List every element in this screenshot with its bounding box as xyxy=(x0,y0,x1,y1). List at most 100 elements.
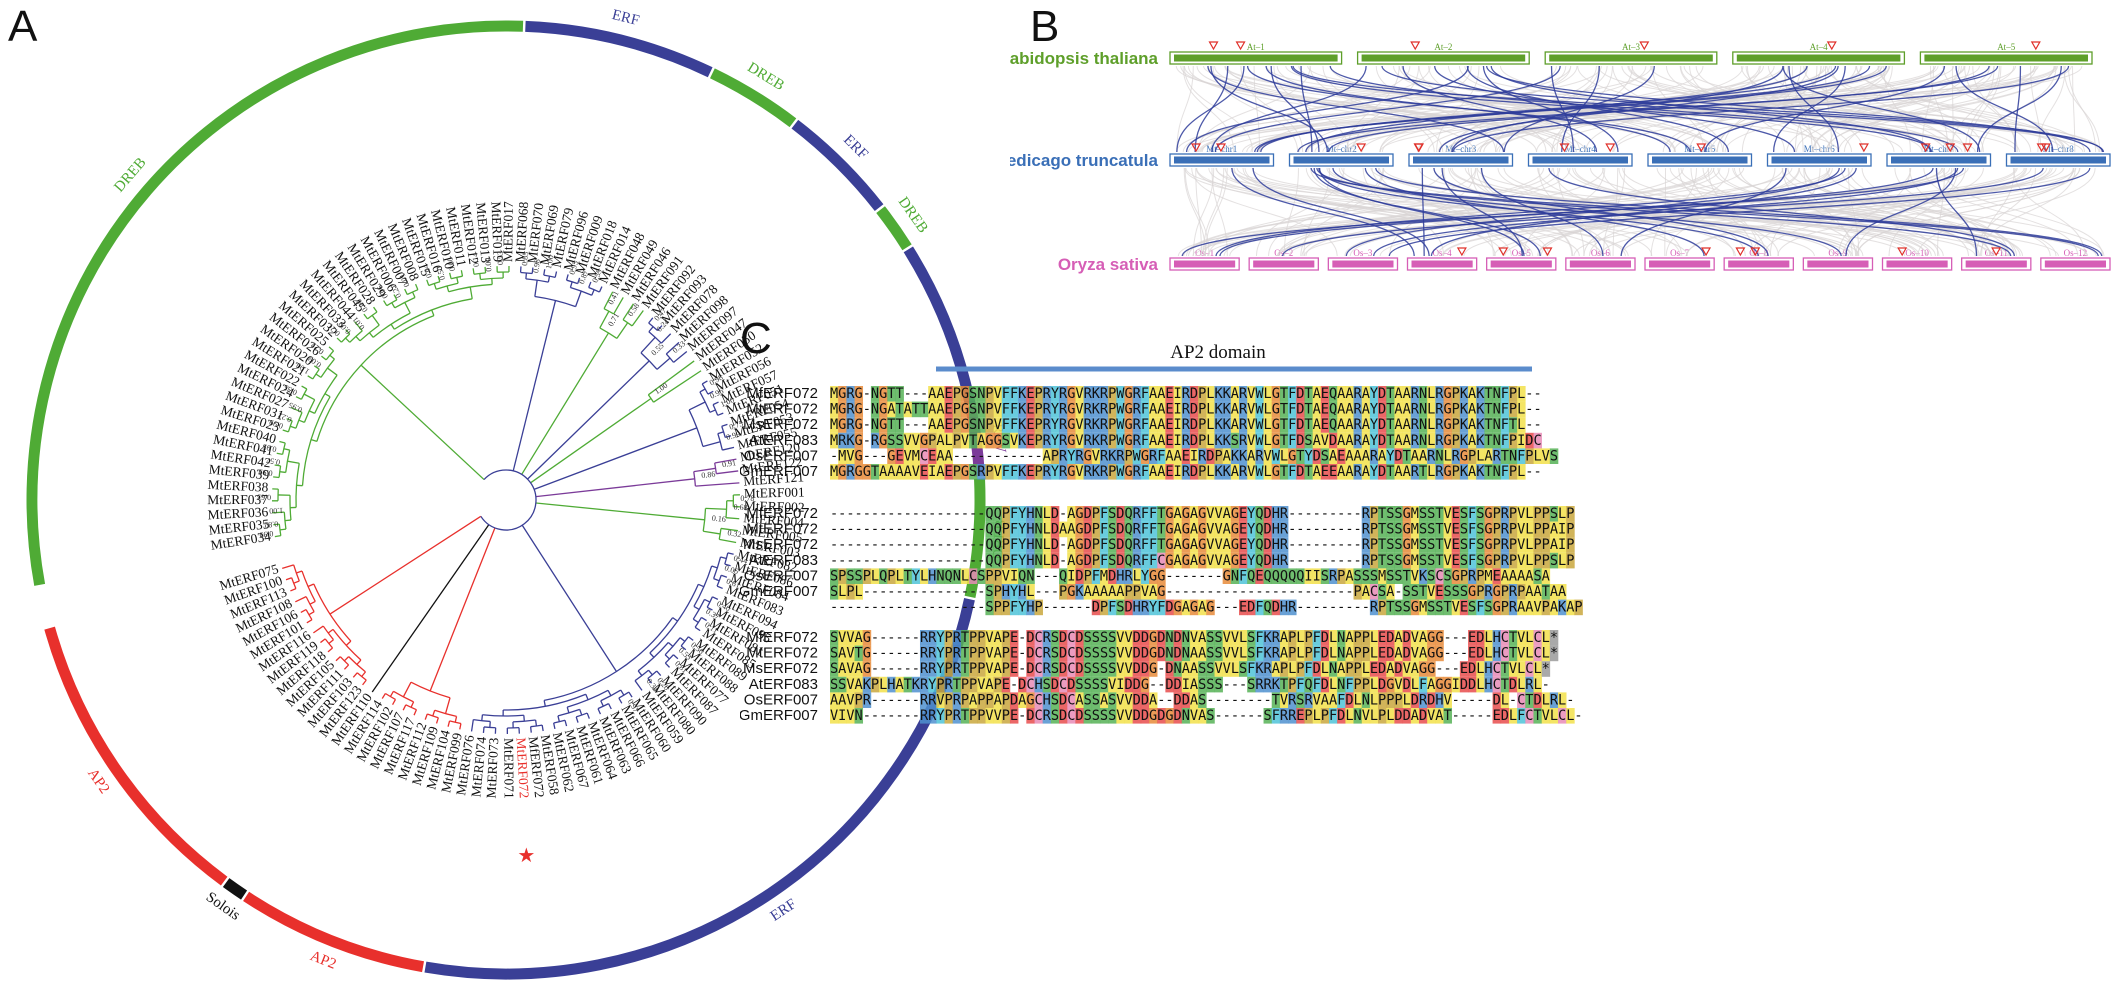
residue-cell xyxy=(1099,521,1109,538)
background-link xyxy=(1848,167,2018,257)
chromosome-frame xyxy=(1527,153,1633,167)
residue-cell xyxy=(1001,506,1011,522)
residue-cell xyxy=(977,401,986,418)
tree-branch xyxy=(285,577,292,581)
residue-cell xyxy=(1517,584,1526,600)
residue-cell xyxy=(1018,464,1027,480)
residue-cell xyxy=(960,401,970,418)
circular-phylogenetic-tree: 0.990.820.631.000.990.950.570.990.220.35… xyxy=(26,7,1009,980)
residue-cell xyxy=(895,401,904,418)
residue-cell xyxy=(1304,401,1313,418)
residue-cell xyxy=(1263,448,1273,464)
gene-marker-icon xyxy=(1190,143,1202,153)
residue-cell xyxy=(1165,599,1174,616)
residue-cell xyxy=(1279,521,1289,538)
gene-marker-icon xyxy=(1920,143,1931,153)
residue-cell xyxy=(1271,599,1281,616)
residue-cell xyxy=(1500,521,1510,538)
residue-cell xyxy=(895,448,904,464)
residue-cell xyxy=(862,692,872,708)
residue-cell xyxy=(1345,630,1354,646)
residue-cell xyxy=(1001,432,1011,449)
residue-cell xyxy=(1345,645,1354,662)
residue-cell xyxy=(1304,692,1313,708)
residue-cell xyxy=(870,417,880,433)
residue-cell xyxy=(1239,568,1248,584)
residue-cell xyxy=(830,661,839,677)
background-link xyxy=(1428,65,1581,153)
residue-cell xyxy=(1558,521,1567,538)
residue-cell xyxy=(936,568,945,584)
residue-cell xyxy=(1132,401,1142,418)
tree-branch xyxy=(599,310,610,329)
tree-branch xyxy=(702,441,721,448)
residue-cell xyxy=(1533,630,1542,646)
leaf-label: MtERF002 xyxy=(744,498,805,515)
residue-cell xyxy=(936,630,945,646)
residue-cell xyxy=(1296,386,1305,402)
residue-cell xyxy=(830,645,839,662)
residue-cell xyxy=(1001,537,1011,553)
residue-cell xyxy=(960,464,970,480)
residue-cell xyxy=(1255,552,1264,569)
residue-cell xyxy=(1099,432,1109,449)
residue-cell xyxy=(1198,506,1207,522)
tree-branch xyxy=(694,626,701,632)
chromosome-label: At–4 xyxy=(1810,42,1829,52)
residue-cell xyxy=(1533,506,1542,522)
residue-cell xyxy=(1165,401,1174,418)
residue-cell xyxy=(928,401,937,418)
residue-cell xyxy=(1149,464,1158,480)
residue-cell xyxy=(1165,645,1174,662)
residue-cell xyxy=(911,464,921,480)
residue-cell xyxy=(1304,464,1313,480)
residue-cell xyxy=(1206,552,1215,569)
residue-cell xyxy=(1157,568,1166,584)
residue-cell xyxy=(1296,432,1305,449)
residue-cell xyxy=(1181,661,1191,677)
residue-cell xyxy=(1116,506,1125,522)
tree-branch-arc xyxy=(349,330,363,343)
residue-cell xyxy=(1271,506,1281,522)
residue-cell xyxy=(1517,506,1526,522)
residue-cell xyxy=(879,417,888,433)
residue-cell xyxy=(1435,537,1444,553)
residue-cell xyxy=(1099,448,1109,464)
syntenic-link xyxy=(1265,65,1671,153)
residue-cell xyxy=(870,401,880,418)
residue-cell xyxy=(1214,552,1223,569)
residue-cell xyxy=(944,692,953,708)
residue-cell xyxy=(1402,417,1412,433)
residue-cell xyxy=(1361,661,1371,677)
residue-cell xyxy=(1189,661,1199,677)
background-link xyxy=(1791,65,1813,153)
residue-cell xyxy=(1279,506,1289,522)
sequence-residues: -MVG---GEVMCEAA-----------APRYRGVRKRPWGR… xyxy=(830,448,1558,464)
tree-branch xyxy=(543,700,546,707)
residue-cell xyxy=(1549,552,1559,569)
residue-cell xyxy=(1459,599,1469,616)
residue-cell xyxy=(993,386,1003,402)
residue-cell xyxy=(1091,584,1101,600)
residue-cell xyxy=(1328,448,1338,464)
residue-cell xyxy=(1026,506,1035,522)
tree-branch xyxy=(616,322,629,339)
residue-cell xyxy=(1410,432,1420,449)
chromosome-frame xyxy=(1169,257,1240,271)
residue-cell xyxy=(1484,552,1493,569)
tree-branch xyxy=(345,640,352,646)
tree-branch xyxy=(295,396,302,400)
background-link xyxy=(1909,167,1995,257)
residue-cell xyxy=(1296,692,1305,708)
residue-cell xyxy=(1427,386,1436,402)
tree-branch xyxy=(469,286,473,299)
residue-cell xyxy=(1451,401,1461,418)
residue-cell xyxy=(1116,432,1125,449)
residue-cell xyxy=(854,692,864,708)
residue-cell xyxy=(1124,537,1133,553)
residue-cell xyxy=(1255,568,1264,584)
residue-cell xyxy=(1034,401,1043,418)
residue-cell xyxy=(1427,401,1436,418)
residue-cell xyxy=(1271,676,1281,693)
residue-cell xyxy=(1206,521,1215,538)
